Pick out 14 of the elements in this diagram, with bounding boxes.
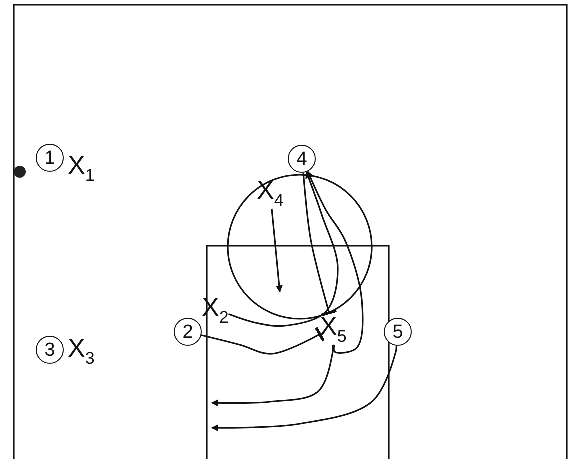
offensive-player-circle: 3: [36, 336, 64, 364]
movement-arrow: [271, 208, 283, 293]
offensive-player-circle: 5: [384, 318, 412, 346]
offensive-player-circle: 2: [174, 318, 202, 346]
defender-marker: X$_{1}$: [68, 152, 95, 184]
movement-arrow: [228, 172, 339, 328]
defender-marker: X$_{5}$: [320, 313, 347, 345]
movement-arrow: [307, 171, 364, 354]
movement-arrow: [211, 344, 334, 407]
defender-marker: X$_{3}$: [68, 335, 95, 367]
defender-marker: X$_{4}$: [257, 177, 284, 209]
offensive-player-circle: 1: [36, 144, 64, 172]
offensive-player-circle: 4: [288, 145, 316, 173]
movement-arrow: [211, 346, 398, 432]
